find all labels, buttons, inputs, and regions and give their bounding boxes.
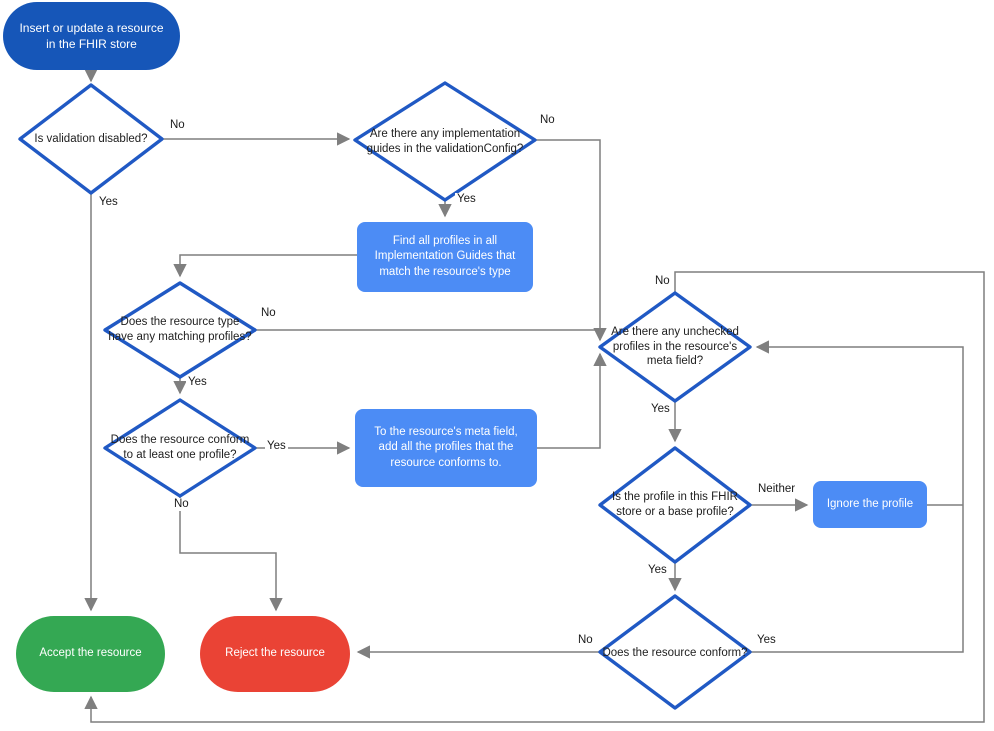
decision-matching-label: Does the resource type have any matching…	[108, 316, 252, 343]
decision-store-profile-shape	[598, 446, 752, 564]
edge-find-to-matching	[173, 254, 357, 278]
edge-label-guides-no: No	[538, 114, 557, 127]
edge-label-conform-one-no: No	[172, 498, 191, 511]
decision-validation-label: Is validation disabled?	[34, 132, 148, 145]
edge-label-store-neither: Neither	[756, 483, 798, 496]
decision-store-profile-label: Is the profile in this FHIR store or a b…	[612, 491, 738, 518]
edge-meta-to-unchecked	[537, 352, 607, 449]
process-find-profiles: Find all profiles in all Implementation …	[357, 222, 533, 292]
edge-label-matching-yes: Yes	[186, 376, 209, 389]
edge-label-conform-one-yes: Yes	[265, 440, 288, 453]
edge-label-unchecked-no: No	[653, 275, 672, 288]
accept-node: Accept the resource	[16, 616, 165, 692]
edge-conform-yes-loop-to-unchecked	[750, 340, 964, 653]
process-meta-field: To the resource's meta field, add all th…	[355, 409, 537, 487]
edge-label-guides-yes: Yes	[455, 193, 478, 206]
decision-conform-shape	[598, 594, 752, 710]
decision-guides-shape	[353, 81, 537, 202]
decision-conform-one-label: Does the resource conform to at least on…	[110, 434, 250, 461]
edge-conform-one-no-to-reject	[179, 496, 283, 612]
edge-label-validation-no: No	[168, 119, 187, 132]
decision-unchecked-shape	[598, 291, 752, 403]
start-node: Insert or update a resource in the FHIR …	[3, 2, 180, 70]
edge-label-conform-no: No	[576, 634, 595, 647]
decision-conform-one-shape	[103, 398, 257, 498]
process-ignore-profile: Ignore the profile	[813, 481, 927, 528]
edge-label-matching-no: No	[259, 307, 278, 320]
edge-label-store-yes: Yes	[646, 564, 669, 577]
decision-validation-shape	[18, 83, 164, 195]
decision-matching-shape	[103, 281, 257, 379]
edge-label-unchecked-yes: Yes	[649, 403, 672, 416]
decision-unchecked-label: Are there any unchecked profiles in the …	[611, 325, 739, 368]
decision-guides-label: Are there any implementation guides in t…	[366, 127, 524, 155]
edge-label-validation-yes: Yes	[97, 196, 120, 209]
reject-node: Reject the resource	[200, 616, 350, 692]
decision-conform-label: Does the resource conform?	[602, 646, 748, 659]
edge-unchecked-no-to-accept	[84, 271, 985, 723]
edge-label-conform-yes: Yes	[755, 634, 778, 647]
edge-guides-no-to-unchecked	[535, 139, 607, 342]
